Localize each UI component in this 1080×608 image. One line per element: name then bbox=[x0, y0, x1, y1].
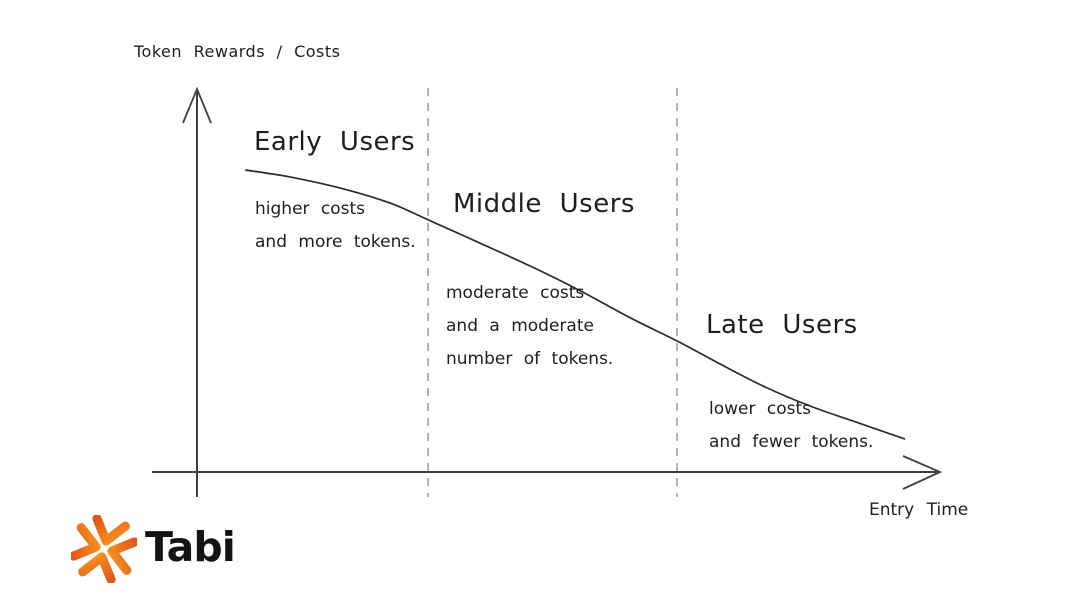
y-axis-label: Token Rewards / Costs bbox=[134, 42, 341, 61]
note-line: higher costs bbox=[255, 199, 366, 219]
segment-label-early-users: Early Users bbox=[254, 127, 416, 157]
segment-note-early-users: higher costs and more tokens. bbox=[255, 193, 416, 259]
note-line: and fewer tokens. bbox=[709, 432, 874, 452]
pinwheel-chevron-icon bbox=[71, 515, 137, 583]
brand-wordmark: Tabi bbox=[145, 523, 236, 571]
segment-note-late-users: lower costs and fewer tokens. bbox=[709, 393, 873, 459]
note-line: and more tokens. bbox=[255, 232, 416, 252]
note-line: and a moderate bbox=[446, 316, 594, 336]
x-axis-label: Entry Time bbox=[869, 500, 969, 520]
tabi-logo: Tabi bbox=[71, 515, 236, 583]
reward-curve bbox=[245, 169, 906, 440]
segment-label-late-users: Late Users bbox=[706, 310, 858, 340]
x-axis-arrow-icon bbox=[902, 455, 943, 490]
y-axis-arrow-icon bbox=[182, 86, 212, 124]
note-line: lower costs bbox=[709, 399, 812, 419]
note-line: number of tokens. bbox=[446, 349, 614, 369]
segment-label-middle-users: Middle Users bbox=[453, 189, 635, 219]
segment-note-middle-users: moderate costs and a moderate number of … bbox=[446, 277, 613, 376]
note-line: moderate costs bbox=[446, 283, 585, 303]
